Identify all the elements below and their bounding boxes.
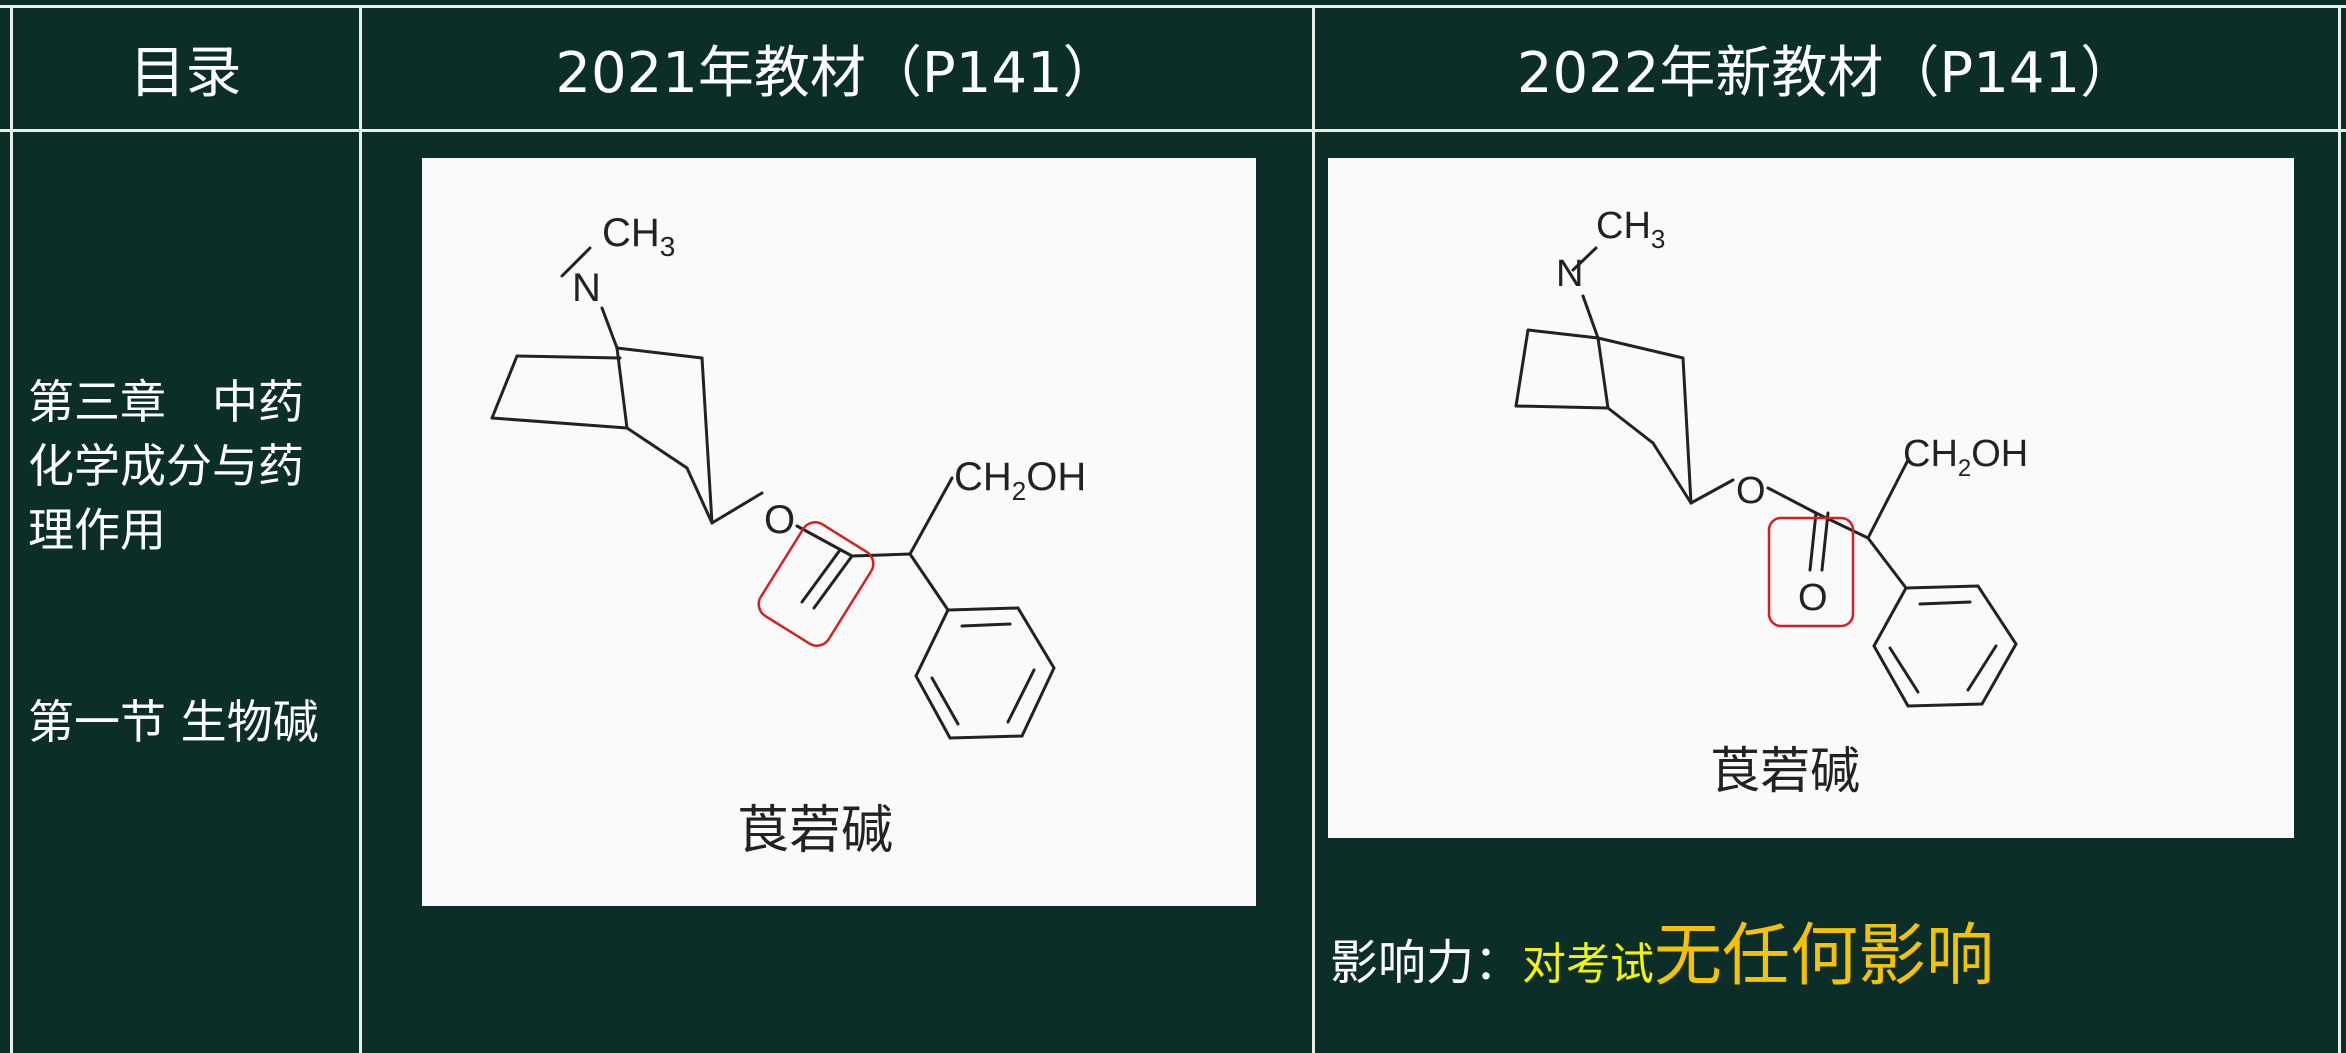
impact-lead: 对考试 [1522, 939, 1655, 990]
ester-oxygen-label: O [1736, 470, 1766, 512]
impact-label: 影响力： [1330, 935, 1523, 991]
grid-left [10, 5, 13, 1053]
grid-right [2338, 5, 2341, 1053]
grid-header-bottom [0, 129, 2346, 132]
nitrogen-label: N [572, 266, 601, 310]
impact-statement: 影响力： 对考试 无任何影响 [1330, 900, 1994, 999]
grid-col1 [359, 5, 362, 1053]
impact-emphasis: 无任何影响 [1654, 917, 1995, 996]
nitrogen-label: N [1556, 253, 1583, 295]
ch2oh-label: CH2OH [954, 455, 1086, 506]
header-2021: 2021年教材（P141） [555, 40, 1119, 106]
grid-col2 [1312, 5, 1315, 1053]
header-toc: 目录 [129, 40, 242, 106]
chapter-title: 第三章 中药化学成分与药理作用 [28, 375, 304, 557]
hyoscyamine-structure-2021: CH3 N O CH2OH 莨菪碱 [490, 211, 1086, 861]
grid-top [0, 5, 2346, 8]
section-title: 第一节 生物碱 [28, 695, 319, 749]
structure-panel-2022: CH3 N O CH2OH O 莨菪碱 [1328, 158, 2294, 838]
carbonyl-oxygen-label: O [1798, 577, 1828, 619]
highlight-box-2021 [757, 521, 875, 647]
highlight-box-2022 [1767, 516, 1855, 628]
header-2022: 2022年新教材（P141） [1516, 40, 2137, 106]
ch2oh-label: CH2OH [1903, 433, 2028, 482]
ester-oxygen-label: O [764, 498, 795, 542]
structure-panel-2021: CH3 N O CH2OH 莨菪碱 [422, 158, 1256, 906]
hyoscyamine-structure-2022: CH3 N O CH2OH O 莨菪碱 [1514, 205, 2028, 800]
ch3-label: CH3 [602, 211, 675, 262]
compound-name-2021: 莨菪碱 [737, 801, 893, 861]
ch3-label: CH3 [1596, 205, 1665, 254]
compound-name-2022: 莨菪碱 [1710, 742, 1860, 800]
